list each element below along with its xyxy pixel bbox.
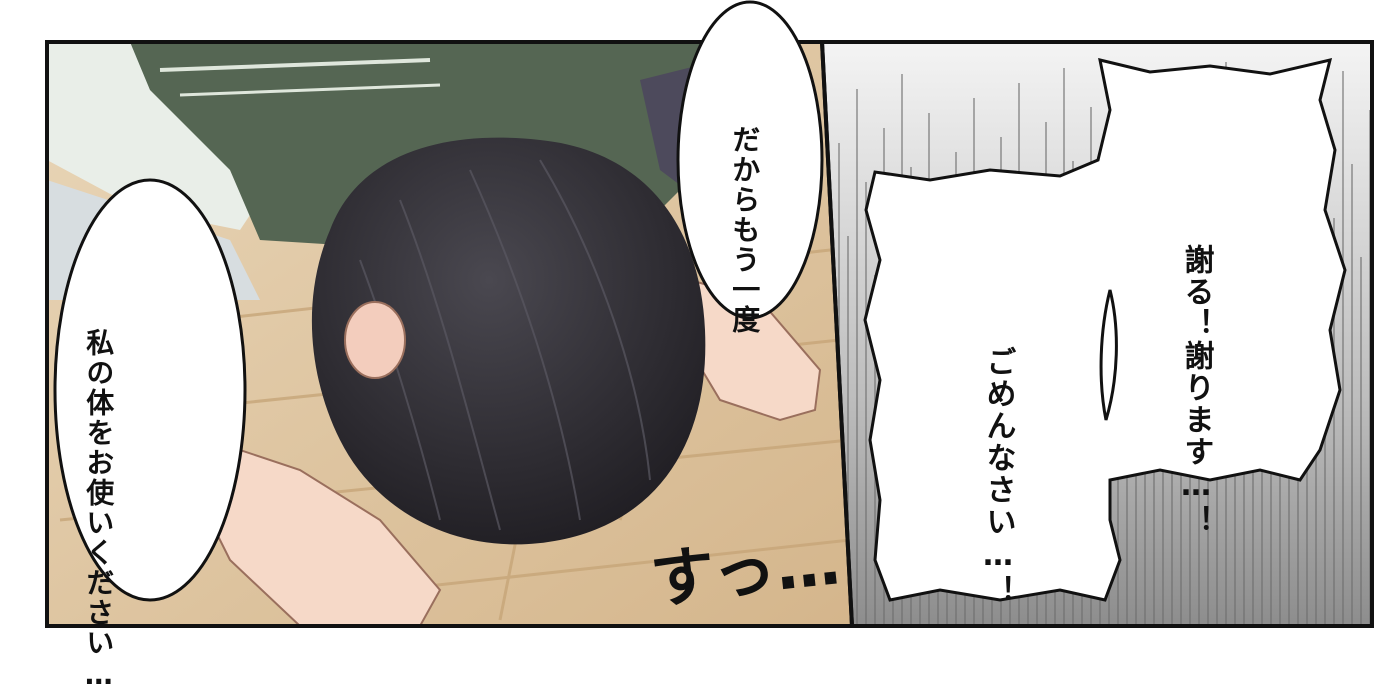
bubble-kneel-line-2: お使いください… [82, 448, 116, 693]
sfx-text: すっ… [646, 510, 844, 621]
bubble-apology-text: 謝る！謝ります…！ [1178, 170, 1247, 537]
bubble-kneel-line-1: 私の体を [82, 328, 116, 448]
manga-page [45, 0, 1374, 628]
right-panel-border [819, 40, 1374, 628]
bubble-again-line-1: だからもう一度 [728, 125, 762, 335]
bubble-sorry-text: ごめんなさい…！ [980, 272, 1049, 607]
speech-bubble-again [676, 0, 824, 320]
sweat-drop [1099, 289, 1118, 421]
hair [311, 137, 706, 545]
bubble-kneel-text: 私の体をお使いください… [82, 258, 146, 693]
sfx-label: すっ… [647, 525, 844, 619]
ear [344, 301, 406, 379]
speech-bubble-kneel [53, 178, 247, 602]
bubble-apology-line-1: 謝る！ [1178, 244, 1214, 340]
bubble-sorry-line-1: ごめんなさい…！ [980, 346, 1016, 607]
bubble-apology-line-2: 謝ります…！ [1178, 340, 1214, 537]
bubble-again-text: だからもう一度 [728, 55, 792, 335]
